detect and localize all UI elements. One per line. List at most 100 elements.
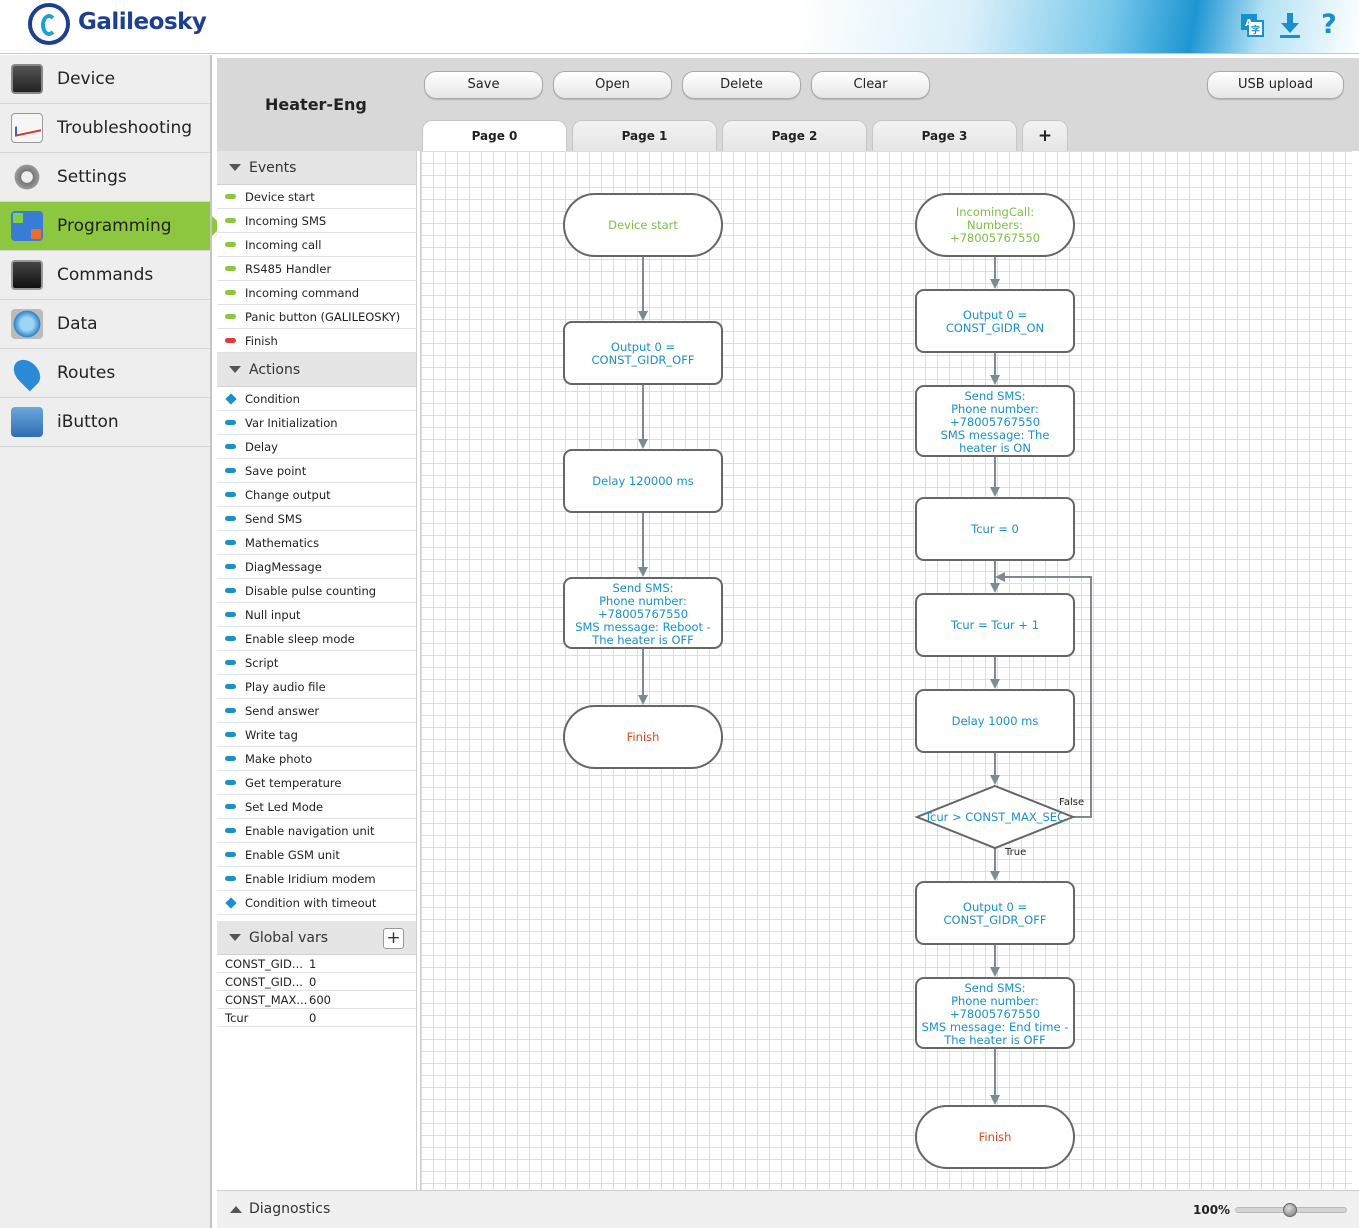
flow-node-delay[interactable]: Delay 120000 ms	[563, 449, 723, 513]
action-block-item[interactable]: Condition with timeout	[217, 891, 416, 915]
event-block-item[interactable]: Finish	[217, 329, 416, 353]
zoom-slider-handle[interactable]	[1283, 1203, 1297, 1217]
block-label: Get temperature	[245, 775, 342, 790]
flow-node-finish[interactable]: Finish	[563, 705, 723, 769]
tab-page-0[interactable]: Page 0	[422, 120, 567, 153]
download-icon[interactable]	[1276, 10, 1304, 40]
nav-item-data[interactable]: Data	[0, 300, 210, 349]
event-block-item[interactable]: Incoming call	[217, 233, 416, 257]
block-type-marker-icon	[225, 828, 236, 833]
event-block-item[interactable]: Device start	[217, 185, 416, 209]
events-section-header[interactable]: Events	[217, 151, 416, 185]
node-label: The heater is OFF	[591, 633, 694, 647]
event-block-item[interactable]: RS485 Handler	[217, 257, 416, 281]
flow-node-incoming-call[interactable]: IncomingCall: Numbers: +78005767550	[915, 193, 1075, 257]
flow-node-device-start[interactable]: Device start	[563, 193, 723, 257]
global-var-name: Tcur	[225, 1010, 249, 1025]
block-label: DiagMessage	[245, 559, 322, 574]
global-var-row[interactable]: CONST_MAX...600	[217, 991, 416, 1009]
action-block-item[interactable]: Save point	[217, 459, 416, 483]
action-block-item[interactable]: Script	[217, 651, 416, 675]
action-block-item[interactable]: Enable sleep mode	[217, 627, 416, 651]
nav-item-label: Commands	[57, 265, 154, 285]
collapse-triangle-icon	[229, 934, 241, 941]
delete-button[interactable]: Delete	[682, 71, 801, 99]
flow-node-tcur-init[interactable]: Tcur = 0	[915, 497, 1075, 561]
flow-node-send-sms[interactable]: Send SMS: Phone number: +78005767550 SMS…	[563, 577, 723, 649]
action-block-item[interactable]: Enable Iridium modem	[217, 867, 416, 891]
action-block-item[interactable]: Get temperature	[217, 771, 416, 795]
add-global-var-button[interactable]: +	[383, 928, 404, 949]
action-block-item[interactable]: Null input	[217, 603, 416, 627]
action-block-item[interactable]: Enable navigation unit	[217, 819, 416, 843]
save-button[interactable]: Save	[424, 71, 543, 99]
action-block-item[interactable]: Set Led Mode	[217, 795, 416, 819]
flow-node-tcur-increment[interactable]: Tcur = Tcur + 1	[915, 593, 1075, 657]
node-label: Finish	[979, 1130, 1012, 1144]
action-block-item[interactable]: Delay	[217, 435, 416, 459]
action-block-item[interactable]: Var Initialization	[217, 411, 416, 435]
flowchart-canvas[interactable]: Device start Output 0 = CONST_GIDR_OFF D…	[420, 151, 1352, 1190]
actions-section-header[interactable]: Actions	[217, 353, 416, 387]
flow-node-output-off[interactable]: Output 0 = CONST_GIDR_OFF	[563, 321, 723, 385]
action-block-item[interactable]: Send answer	[217, 699, 416, 723]
flow-node-finish-right[interactable]: Finish	[915, 1105, 1075, 1169]
nav-item-device[interactable]: Device	[0, 55, 210, 104]
nav-item-programming[interactable]: Programming	[0, 202, 222, 251]
flow-node-send-sms-on[interactable]: Send SMS: Phone number: +78005767550 SMS…	[915, 385, 1075, 457]
global-vars-section-header[interactable]: Global vars +	[217, 921, 416, 955]
action-block-item[interactable]: Disable pulse counting	[217, 579, 416, 603]
usb-upload-button[interactable]: USB upload	[1207, 71, 1344, 99]
flow-node-delay-1000[interactable]: Delay 1000 ms	[915, 689, 1075, 753]
node-label: CONST_GIDR_ON	[946, 321, 1044, 335]
node-label: Phone number:	[599, 594, 687, 608]
flow-node-send-sms-off[interactable]: Send SMS: Phone number: +78005767550 SMS…	[915, 977, 1075, 1049]
global-var-row[interactable]: CONST_GID...1	[217, 955, 416, 973]
action-block-item[interactable]: Send SMS	[217, 507, 416, 531]
ibutton-lock-icon	[11, 407, 43, 437]
event-block-item[interactable]: Incoming command	[217, 281, 416, 305]
block-label: Enable Iridium modem	[245, 871, 376, 886]
troubleshooting-icon	[11, 113, 43, 143]
expand-triangle-icon[interactable]	[230, 1206, 242, 1213]
tab-page-1[interactable]: Page 1	[572, 120, 717, 152]
nav-item-troubleshooting[interactable]: Troubleshooting	[0, 104, 210, 153]
help-icon[interactable]: ?	[1321, 9, 1337, 40]
action-block-item[interactable]: Enable GSM unit	[217, 843, 416, 867]
nav-item-commands[interactable]: Commands	[0, 251, 210, 300]
add-page-button[interactable]: +	[1022, 120, 1068, 152]
action-block-item[interactable]: DiagMessage	[217, 555, 416, 579]
event-block-item[interactable]: Incoming SMS	[217, 209, 416, 233]
flow-node-output-off-right[interactable]: Output 0 = CONST_GIDR_OFF	[915, 881, 1075, 945]
settings-gear-icon	[11, 162, 43, 192]
action-block-item[interactable]: Condition	[217, 387, 416, 411]
nav-item-ibutton[interactable]: iButton	[0, 398, 210, 447]
action-block-item[interactable]: Play audio file	[217, 675, 416, 699]
action-block-item[interactable]: Change output	[217, 483, 416, 507]
action-block-item[interactable]: Make photo	[217, 747, 416, 771]
diagnostics-toggle[interactable]: Diagnostics	[249, 1201, 331, 1217]
svg-text:字: 字	[1251, 24, 1260, 36]
open-button[interactable]: Open	[553, 71, 672, 99]
block-label: Enable GSM unit	[245, 847, 340, 862]
tab-page-2[interactable]: Page 2	[722, 120, 867, 152]
global-var-row[interactable]: CONST_GID...0	[217, 973, 416, 991]
node-label: Send SMS:	[964, 981, 1025, 995]
nav-item-routes[interactable]: Routes	[0, 349, 210, 398]
tab-page-3[interactable]: Page 3	[872, 120, 1017, 152]
nav-item-settings[interactable]: Settings	[0, 153, 210, 202]
action-block-item[interactable]: Write tag	[217, 723, 416, 747]
clear-button[interactable]: Clear	[811, 71, 930, 99]
node-label: SMS message: End time -	[922, 1020, 1069, 1034]
action-block-item[interactable]: Mathematics	[217, 531, 416, 555]
event-block-item[interactable]: Panic button (GALILEOSKY)	[217, 305, 416, 329]
flow-node-condition[interactable]: Tcur > CONST_MAX_SEC	[914, 784, 1076, 850]
node-label: +78005767550	[950, 231, 1040, 245]
block-label: Make photo	[245, 751, 313, 766]
flow-node-output-on[interactable]: Output 0 = CONST_GIDR_ON	[915, 289, 1075, 353]
block-type-marker-icon	[225, 708, 236, 713]
brand-name: Galileosky	[78, 9, 207, 35]
